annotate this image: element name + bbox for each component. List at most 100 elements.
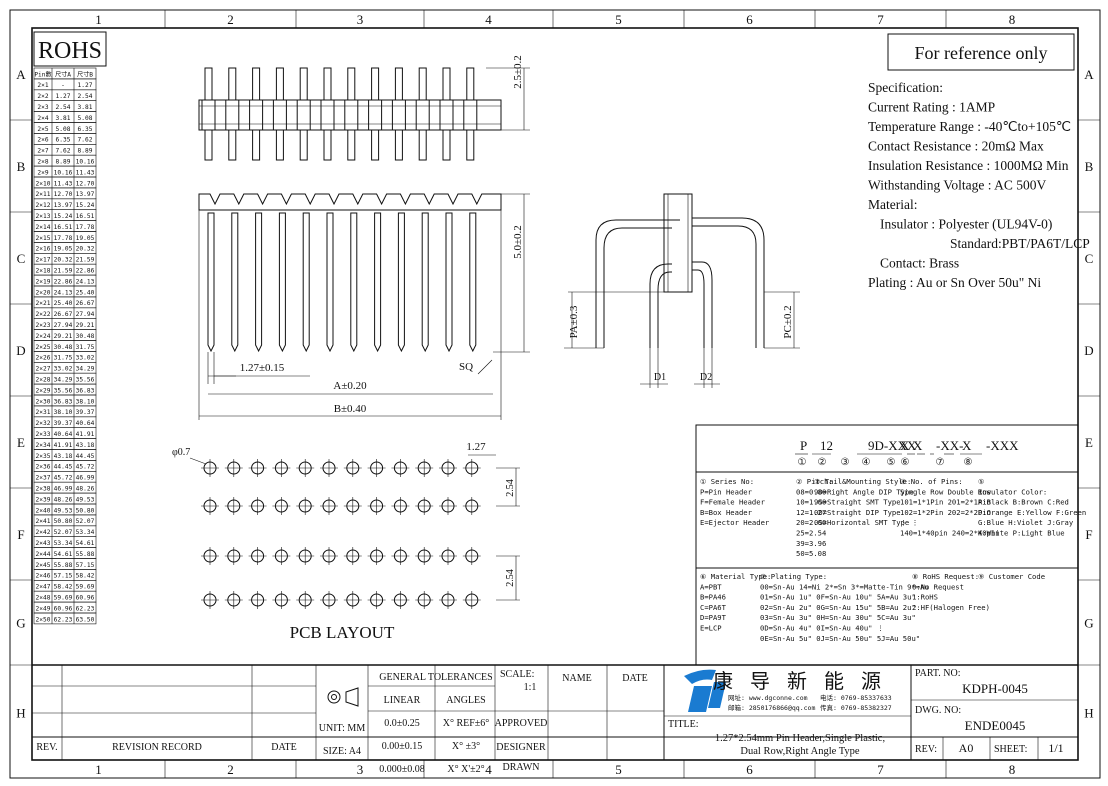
table-cell: 36.83 bbox=[54, 398, 73, 405]
table-cell: 2×5 bbox=[37, 126, 48, 133]
size-label: SIZE: A4 bbox=[323, 746, 361, 757]
rev-label: REV. bbox=[36, 742, 57, 753]
part-code-segment: -XXX bbox=[986, 438, 1019, 453]
table-cell: 24.13 bbox=[54, 289, 73, 296]
table-cell: 20.32 bbox=[76, 246, 95, 253]
grid-row-label: D bbox=[1084, 343, 1093, 358]
table-cell: 30.48 bbox=[54, 344, 73, 351]
table-cell: 13.97 bbox=[76, 191, 95, 198]
pin-housing-cell bbox=[296, 99, 311, 131]
table-cell: 8.89 bbox=[78, 148, 93, 155]
pin-front bbox=[374, 212, 382, 353]
table-cell: 21.59 bbox=[54, 268, 73, 275]
grid-col-label: 4 bbox=[485, 12, 492, 27]
code-plating: 0D=Sn-Au 4u" 0I=Sn-Au 40u" ⋮ bbox=[760, 624, 884, 633]
table-cell: 2×22 bbox=[36, 311, 51, 318]
code-series: E=Ejector Header bbox=[700, 518, 770, 527]
part-code-marker: ⑤ bbox=[887, 457, 896, 468]
title-label: TITLE: bbox=[668, 719, 699, 730]
table-cell: 50.80 bbox=[54, 518, 73, 525]
table-cell: 2×6 bbox=[37, 137, 48, 144]
spec-line: Insulation Resistance : 1000MΩ Min bbox=[868, 158, 1069, 173]
code-material: E=LCP bbox=[700, 624, 722, 633]
dim-d2: D2 bbox=[700, 372, 712, 383]
side-pin-inner bbox=[649, 263, 672, 348]
pin-top bbox=[204, 67, 213, 101]
code-color: A:Black B:Brown C:Red bbox=[978, 498, 1069, 507]
code-plating: 01=Sn-Au 1u" 0F=Sn-Au 10u" 5A=Au 3u" bbox=[760, 593, 916, 602]
table-cell: 49.53 bbox=[76, 496, 95, 503]
designer-label: DESIGNER bbox=[496, 742, 546, 753]
table-cell: 2×11 bbox=[36, 191, 51, 198]
grid-row-label: B bbox=[17, 159, 26, 174]
outer-border bbox=[9, 9, 1101, 779]
scale-label: SCALE: bbox=[500, 669, 534, 680]
code-plating: ⑦ Plating Type: bbox=[760, 572, 827, 581]
table-cell: 50.80 bbox=[76, 507, 95, 514]
table-cell: 52.07 bbox=[76, 518, 95, 525]
table-cell: 36.83 bbox=[76, 387, 95, 394]
table-cell: 34.29 bbox=[54, 377, 73, 384]
pin-front bbox=[350, 212, 358, 353]
table-cell: 53.34 bbox=[76, 529, 95, 536]
table-cell: 20.32 bbox=[54, 257, 73, 264]
pin-housing-cell bbox=[368, 99, 383, 131]
part-no-value: KDPH-0045 bbox=[962, 681, 1028, 696]
code-plating: 0E=Sn-Au 5u" 0J=Sn-Au 50u" 5J=Au 50u" bbox=[760, 634, 920, 643]
dim-front-height: 5.0±0.2 bbox=[512, 225, 524, 259]
table-cell: 63.50 bbox=[76, 616, 95, 623]
table-cell: 2×38 bbox=[36, 486, 51, 493]
table-cell: 24.13 bbox=[76, 278, 95, 285]
grid-row-label: D bbox=[16, 343, 25, 358]
table-cell: 2×31 bbox=[36, 409, 51, 416]
grid-col-label: 4 bbox=[485, 762, 492, 777]
table-cell: 27.94 bbox=[54, 322, 73, 329]
grid-row-label: A bbox=[1084, 67, 1094, 82]
table-cell: 2×45 bbox=[36, 562, 51, 569]
pin-bottom bbox=[442, 129, 451, 161]
grid-row-label: C bbox=[17, 251, 26, 266]
rohs-box bbox=[33, 31, 107, 67]
table-cell: 22.86 bbox=[54, 278, 73, 285]
table-cell: 33.02 bbox=[54, 366, 73, 373]
table-cell: 40.64 bbox=[76, 420, 95, 427]
table-cell: 34.29 bbox=[76, 366, 95, 373]
table-cell: 43.18 bbox=[76, 442, 95, 449]
table-cell: 2×4 bbox=[37, 115, 48, 122]
grid-row-label: F bbox=[1085, 527, 1092, 542]
table-cell: 26.67 bbox=[76, 300, 95, 307]
projection-circle-icon bbox=[331, 694, 337, 700]
pin-front bbox=[278, 212, 286, 353]
table-cell: 35.56 bbox=[54, 387, 73, 394]
table-cell: 16.51 bbox=[76, 213, 95, 220]
table-cell: 2×26 bbox=[36, 355, 51, 362]
grid-col-label: 2 bbox=[227, 762, 234, 777]
grid-col-label: 1 bbox=[95, 12, 102, 27]
company-tel: 电话: 0769-85337633 bbox=[820, 693, 892, 702]
specification-block: Specification:Current Rating : 1AMPTempe… bbox=[868, 80, 1090, 290]
table-cell: 2×8 bbox=[37, 159, 48, 166]
pin-bottom bbox=[418, 129, 427, 161]
table-cell: 33.02 bbox=[76, 355, 95, 362]
name-label: NAME bbox=[562, 673, 591, 684]
pin-bottom bbox=[252, 129, 261, 161]
pin-top bbox=[418, 67, 427, 101]
table-cell: 40.64 bbox=[54, 431, 73, 438]
table-cell: 2×21 bbox=[36, 300, 51, 307]
table-cell: 2×25 bbox=[36, 344, 51, 351]
pin-bottom bbox=[299, 129, 308, 161]
pin-top bbox=[323, 67, 332, 101]
projection-circle-icon bbox=[327, 690, 341, 704]
code-rohs: 1:RoHS bbox=[912, 593, 938, 602]
code-material: C=PA6T bbox=[700, 603, 727, 612]
pin-housing-cell bbox=[320, 99, 335, 131]
table-cell: 17.78 bbox=[76, 224, 95, 231]
code-series: B=Box Header bbox=[700, 508, 753, 517]
table-cell: 1.27 bbox=[56, 93, 71, 100]
dim-top-height: 2.5±0.2 bbox=[512, 55, 524, 89]
table-cell: 54.61 bbox=[54, 551, 73, 558]
dim-pitch: 1.27±0.15 bbox=[240, 362, 285, 374]
code-plating: 02=Sn-Au 2u" 0G=Sn-Au 15u" 5B=Au 2u" bbox=[760, 603, 916, 612]
code-pitch: 20=2.00 bbox=[796, 518, 826, 527]
